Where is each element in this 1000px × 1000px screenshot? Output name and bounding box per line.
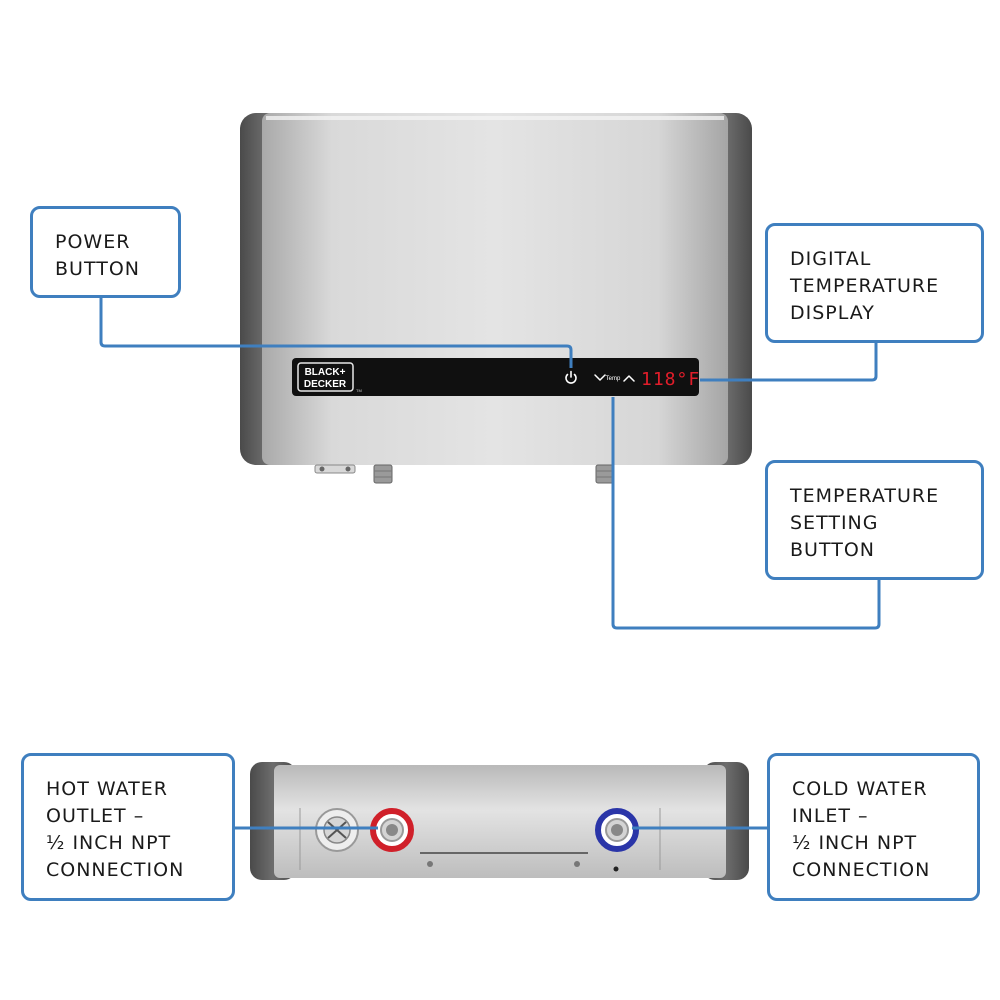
bottom-fittings (314, 464, 615, 484)
temp-label: Temp (606, 376, 621, 382)
callout-cold-water-inlet: COLD WATER INLET – ½ INCH NPT CONNECTION (767, 753, 980, 901)
water-heater-front: BLACK+ DECKER TM Temp 118°F (240, 113, 752, 484)
brand-logo: BLACK+ DECKER TM (297, 362, 362, 393)
callout-hot-line-3: ½ INCH NPT (46, 832, 172, 854)
callout-cold-line-1: COLD WATER (792, 778, 928, 800)
chevron-down-icon[interactable] (594, 374, 606, 381)
digital-temperature-readout: 118°F (641, 369, 700, 390)
callout-digital-display: DIGITAL TEMPERATURE DISPLAY (765, 223, 984, 343)
brand-line-1: BLACK+ (305, 367, 346, 378)
callout-cold-line-3: ½ INCH NPT (792, 832, 918, 854)
callout-display-line-1: DIGITAL (790, 248, 872, 270)
control-panel (292, 358, 699, 396)
chevron-up-icon[interactable] (623, 375, 635, 382)
callout-setting-line-2: SETTING (790, 512, 879, 534)
callout-display-line-2: TEMPERATURE (790, 275, 940, 297)
unit-body (262, 113, 728, 465)
electrical-knockout (315, 808, 359, 852)
callout-hot-line-4: CONNECTION (46, 859, 185, 881)
unit-body-edge-highlight (266, 116, 724, 120)
callout-hot-water-outlet: HOT WATER OUTLET – ½ INCH NPT CONNECTION (21, 753, 235, 901)
callout-power-line-1: POWER (55, 231, 131, 253)
callout-cold-line-4: CONNECTION (792, 859, 931, 881)
callout-setting-line-3: BUTTON (790, 539, 875, 561)
digital-display-leader (700, 342, 878, 382)
callout-cold-line-2: INLET – (792, 805, 869, 827)
temp-setting-leader (611, 397, 881, 630)
callout-power-button: POWER BUTTON (30, 206, 181, 298)
power-icon[interactable] (565, 370, 577, 384)
callout-temperature-setting: TEMPERATURE SETTING BUTTON (765, 460, 984, 580)
callout-hot-line-2: OUTLET – (46, 805, 145, 827)
callout-hot-line-1: HOT WATER (46, 778, 168, 800)
leader-lines (99, 296, 881, 830)
brand-trademark: TM (356, 388, 362, 393)
cold-water-inlet-fitting (595, 808, 639, 852)
callout-setting-line-1: TEMPERATURE (790, 485, 940, 507)
callout-display-line-3: DISPLAY (790, 302, 875, 324)
power-button-leader (99, 296, 573, 368)
callout-power-line-2: BUTTON (55, 258, 140, 280)
water-heater-bottom-view (250, 762, 749, 880)
hot-water-outlet-fitting (370, 808, 414, 852)
brand-line-2: DECKER (304, 379, 347, 390)
